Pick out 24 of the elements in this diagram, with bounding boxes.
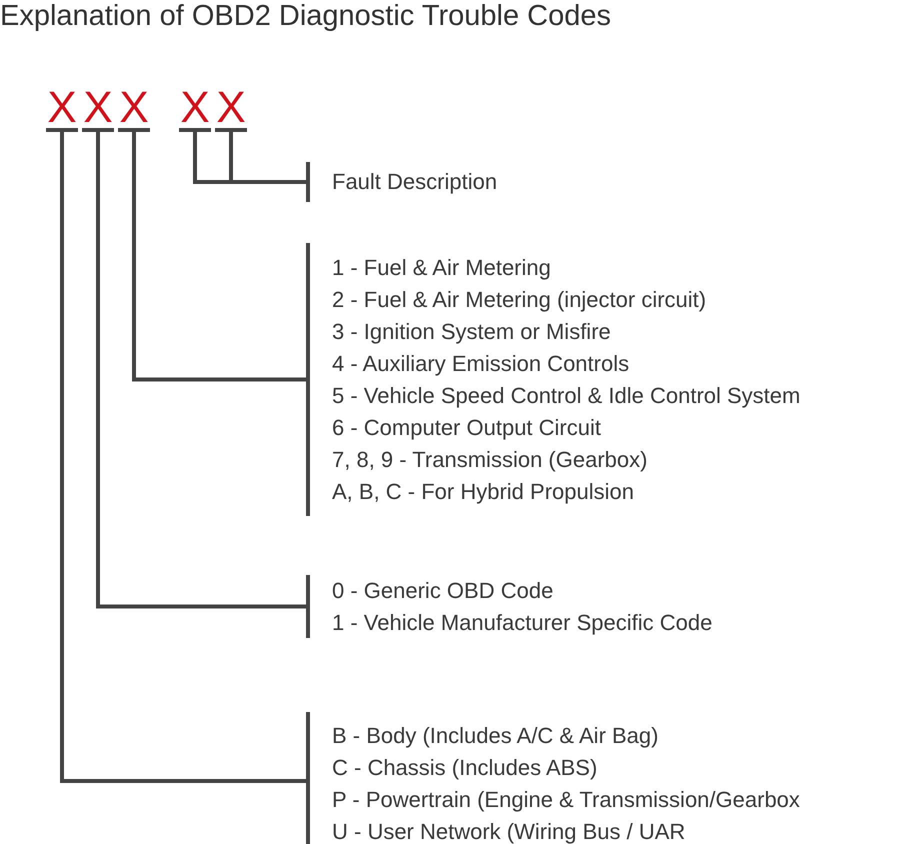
- list-item: 3 - Ignition System or Misfire: [332, 318, 612, 346]
- list-item: 4 - Auxiliary Emission Controls: [332, 350, 630, 378]
- code-character: X: [82, 88, 114, 132]
- connector-line: [132, 132, 306, 382]
- list-item: 0 - Generic OBD Code: [332, 576, 554, 604]
- list-item: 2 - Fuel & Air Metering (injector circuit): [332, 286, 708, 314]
- list-item: 5 - Vehicle Speed Control & Idle Control System: [332, 382, 802, 410]
- code-character: X: [118, 88, 150, 132]
- list-item: A, B, C - For Hybrid Propulsion: [332, 478, 635, 506]
- list-item: Fault Description: [332, 168, 498, 196]
- list-item: 6 - Computer Output Circuit: [332, 414, 602, 442]
- connector-line: [60, 132, 306, 783]
- connector-line: [96, 132, 306, 608]
- list-item: U - User Network (Wiring Bus / UAR: [332, 818, 686, 844]
- code-character: X: [46, 88, 78, 132]
- code-character: X: [179, 88, 211, 132]
- code-character: X: [215, 88, 247, 132]
- diagram-title: Explanation of OBD2 Diagnostic Trouble Codes: [0, 0, 611, 33]
- list-item: 1 - Fuel & Air Metering: [332, 254, 552, 282]
- list-item: P - Powertrain (Engine & Transmission/Gearbox: [332, 786, 801, 814]
- list-item: 1 - Vehicle Manufacturer Specific Code: [332, 608, 714, 637]
- list-item: 7, 8, 9 - Transmission (Gearbox): [332, 446, 648, 474]
- list-item: C - Chassis (Includes ABS): [332, 754, 598, 782]
- list-item: B - Body (Includes A/C & Air Bag): [332, 722, 660, 750]
